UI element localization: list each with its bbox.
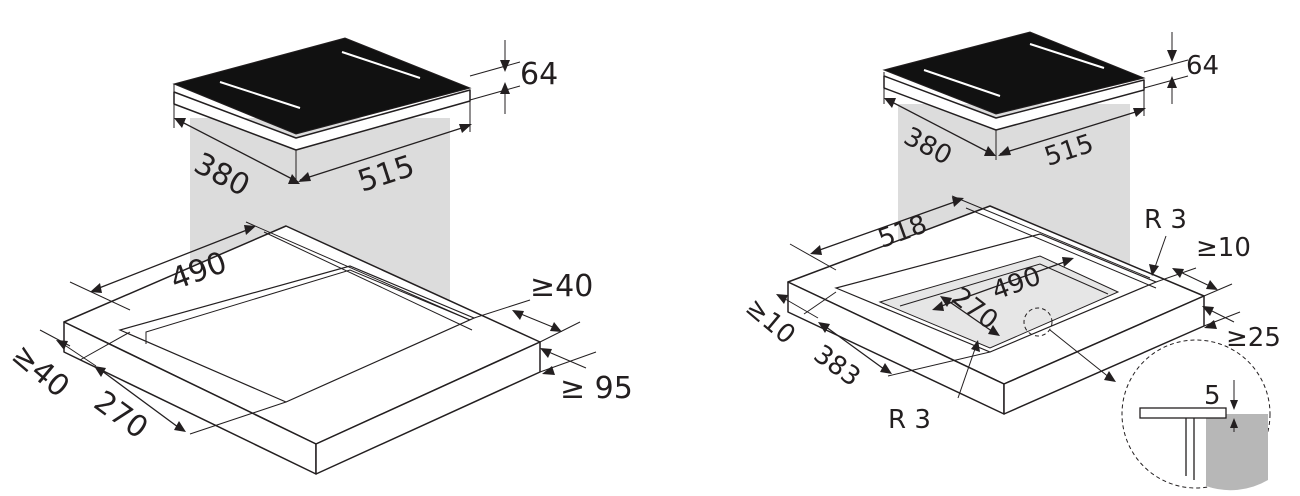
left-cutout-inner-edge <box>145 269 471 344</box>
left-label-cutout-depth: 270 <box>87 384 154 446</box>
right-hob-zone-line <box>923 69 1001 97</box>
right-installation-view: 64 380 515 518 <box>740 31 1281 491</box>
right-label-detail-depth: 5 <box>1204 381 1221 411</box>
right-label-side-clearance: ≥25 <box>1226 323 1281 353</box>
right-dim-radius-inner: R 3 <box>888 340 980 435</box>
right-label-radius-outer: R 3 <box>1144 205 1187 235</box>
right-cutout-inner-edge <box>899 263 1109 307</box>
right-label-rebate-depth: 383 <box>808 339 866 392</box>
right-hob-glass <box>882 31 1146 115</box>
right-dim-height: 64 <box>1143 32 1219 104</box>
detail-marker <box>1023 307 1053 337</box>
detail-circle <box>1121 339 1271 489</box>
left-label-hob-height: 64 <box>520 57 558 92</box>
right-label-hob-height: 64 <box>1186 51 1219 81</box>
left-dim-cutout-width: 490 <box>69 221 473 331</box>
detail-worktop-section <box>1206 414 1268 491</box>
left-dim-back-clearance: ≥40 <box>473 269 593 343</box>
left-hob-glass <box>172 37 472 135</box>
right-worktop <box>787 205 1205 415</box>
left-hob-zone-line <box>219 81 301 109</box>
right-label-back-clearance: ≥10 <box>1196 233 1251 263</box>
detail-hob-edge <box>1139 407 1227 419</box>
left-dim-side-clearance: ≥ 95 <box>539 348 633 406</box>
left-label-side-clearance: ≥ 95 <box>560 371 633 406</box>
left-dim-height: 64 <box>469 40 558 114</box>
right-detail-callout: 5 <box>1023 307 1271 491</box>
right-dim-radius-outer: R 3 <box>1144 205 1187 276</box>
right-dim-side-clearance: ≥25 <box>1202 306 1281 353</box>
right-hob-zone-line <box>1029 43 1105 69</box>
left-hob-zone-line <box>341 51 421 79</box>
right-dim-back-clearance: ≥10 <box>1155 233 1251 297</box>
left-label-back-clearance: ≥40 <box>530 269 593 304</box>
left-installation-view: 64 380 515 490 <box>5 37 633 475</box>
right-label-radius-inner: R 3 <box>888 405 931 435</box>
right-worktop-cutout <box>878 255 1120 349</box>
